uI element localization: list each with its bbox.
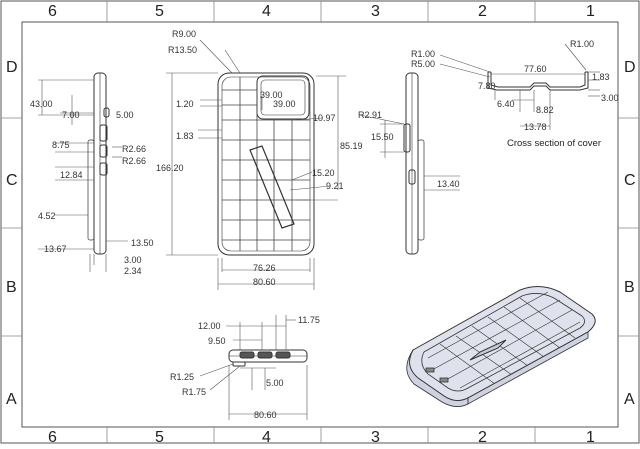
dim-label: 13.40 (437, 179, 460, 189)
dim-label: R1.75 (182, 387, 207, 397)
dim-label: 2.34 (124, 266, 142, 276)
left-side-view (87, 72, 110, 255)
dim-label: 85.19 (340, 141, 363, 151)
dim-label: 166.20 (156, 163, 184, 173)
dim-label: 11.75 (298, 315, 320, 325)
dim-label: R13.50 (168, 45, 198, 55)
back-view (217, 72, 315, 256)
cross-section-dim-lines (439, 43, 600, 130)
zone-bottom-1: 1 (586, 429, 595, 446)
dim-label: 1.83 (176, 131, 194, 141)
zone-bottom-6: 6 (48, 429, 57, 446)
zone-top-4: 4 (262, 3, 271, 20)
dim-label: R1.00 (570, 39, 595, 49)
dim-label: R2.91 (358, 110, 383, 120)
dim-label: 3.00 (124, 255, 142, 265)
cross-section-caption: Cross section of cover (507, 138, 601, 149)
dim-label: 3.00 (601, 93, 619, 103)
isometric-inner (421, 291, 585, 392)
dim-label: 13.78 (524, 122, 547, 132)
zone-bottom-5: 5 (155, 429, 164, 446)
dim-label: 43.00 (30, 99, 53, 109)
dim-label: 8.75 (52, 140, 70, 150)
dim-label: 10.97 (313, 113, 336, 123)
dim-label: 1.83 (592, 72, 610, 82)
dim-label: R5.00 (411, 59, 436, 69)
zone-top-5: 5 (155, 3, 164, 20)
dim-label: R2.66 (122, 156, 147, 166)
dim-label: 4.52 (38, 211, 56, 221)
zone-bottom-4: 4 (262, 429, 271, 446)
zone-left-A: A (6, 391, 17, 408)
zone-top-1: 1 (586, 3, 595, 20)
dim-label: 13.67 (44, 244, 67, 254)
zone-bottom-3: 3 (371, 429, 380, 446)
zone-top-2: 2 (478, 3, 487, 20)
dim-label: 80.60 (254, 410, 277, 420)
dim-label: 76.26 (253, 263, 276, 273)
left-side-dim-lines (38, 79, 128, 272)
dim-label: R1.25 (170, 372, 195, 382)
back-grid (222, 77, 310, 251)
dim-label: 12.84 (60, 170, 83, 180)
dim-label: R9.00 (172, 29, 197, 39)
zone-left-B: B (6, 279, 17, 296)
dim-label: 80.60 (253, 277, 276, 287)
zone-right-B: B (624, 279, 635, 296)
dim-label: 7.00 (62, 110, 80, 120)
dim-label: 77.60 (524, 64, 547, 74)
zone-left-D: D (6, 59, 18, 76)
dim-label: 9.21 (326, 181, 344, 191)
zone-right-D: D (624, 59, 636, 76)
inner-frame (21, 21, 619, 428)
dim-label: 9.50 (208, 336, 226, 346)
dim-label: 39.00 (273, 99, 296, 109)
zone-right-C: C (624, 172, 636, 189)
zone-top-3: 3 (371, 3, 380, 20)
bottom-view (228, 349, 308, 367)
bottom-dim-lines (199, 315, 308, 420)
dim-label: 39.00 (260, 90, 283, 100)
zone-right-A: A (624, 391, 635, 408)
dim-label: 15.50 (371, 132, 394, 142)
back-kickstand (249, 145, 295, 229)
dim-label: 15.20 (312, 168, 335, 178)
dim-label: 7.80 (478, 81, 496, 91)
dim-label: 6.40 (497, 99, 515, 109)
dim-label: R1.00 (411, 49, 436, 59)
right-side-view (403, 72, 425, 255)
back-dim-lines (166, 39, 346, 290)
dim-label: R2.66 (122, 144, 147, 154)
dim-label: 1.20 (176, 99, 194, 109)
zone-top-6: 6 (48, 3, 57, 20)
zone-left-C: C (6, 172, 18, 189)
right-side-dim-lines (359, 114, 460, 191)
dim-label: 8.82 (536, 105, 554, 115)
cross-section-profile (487, 71, 589, 91)
dim-label: 13.50 (131, 238, 154, 248)
dim-label: 12.00 (198, 321, 221, 331)
zone-bottom-2: 2 (478, 429, 487, 446)
isometric-side (406, 331, 589, 407)
dim-label: 5.00 (266, 378, 284, 388)
dim-label: 5.00 (116, 110, 134, 120)
